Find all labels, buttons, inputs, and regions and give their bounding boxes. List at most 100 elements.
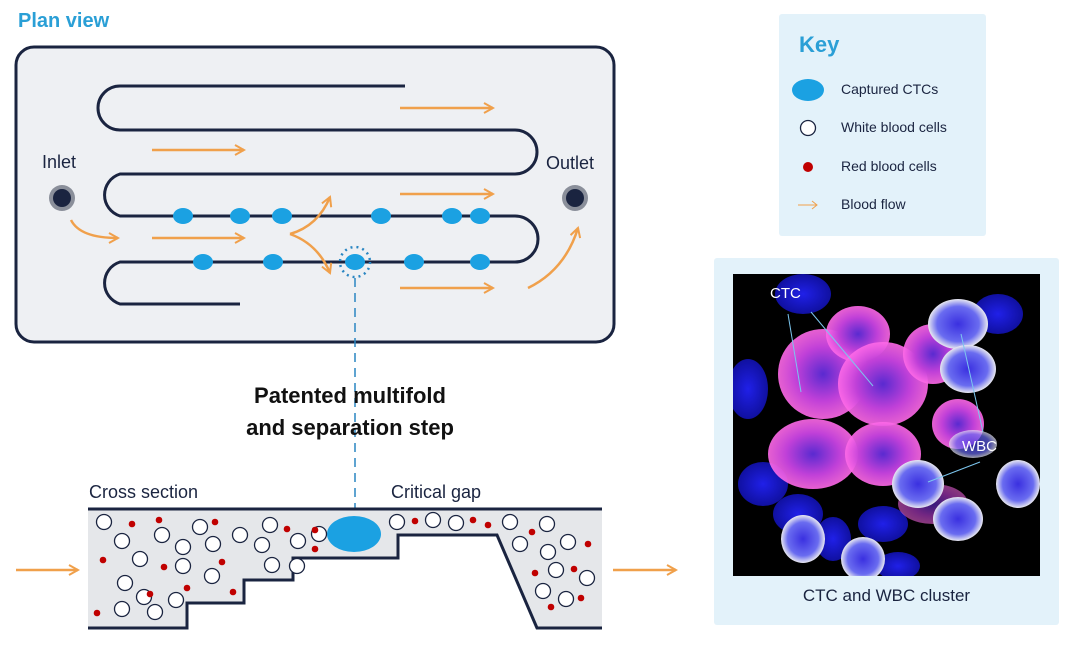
rbc-cell: [218, 558, 226, 566]
micrograph-image: CTC WBC: [733, 274, 1040, 576]
wbc-cell: [174, 557, 192, 575]
ctc-cell: [371, 208, 391, 224]
wbc-cell: [204, 535, 222, 553]
wbc-cell: [578, 569, 596, 587]
separation-step-label: Patented multifold and separation step: [200, 380, 500, 444]
rbc-cell: [146, 590, 154, 598]
captured-ctc-large: [327, 516, 381, 552]
wbc-cell: [116, 574, 134, 592]
wbc-cell: [146, 603, 164, 621]
ctc-cell: [345, 254, 365, 270]
rbc-cell: [155, 516, 163, 524]
rbc-cell: [93, 609, 101, 617]
ctc-ellipse-icon: [792, 79, 824, 101]
wbc-cell: [113, 532, 131, 550]
micrograph-panel: CTC WBC CTC and WBC cluster: [714, 258, 1059, 625]
wbc-cell: [289, 532, 307, 550]
outlet-port-icon: [562, 185, 588, 211]
critical-gap-label: Critical gap: [391, 482, 482, 502]
rbc-cell: [183, 584, 191, 592]
wbc-photo-label: WBC: [962, 438, 997, 455]
highlight-ring: [338, 245, 372, 279]
key-item-wbc: White blood cells: [841, 119, 947, 135]
step-label-line2: and separation step: [246, 415, 454, 440]
wbc-cell: [511, 535, 529, 553]
wbc-cell: [153, 526, 171, 544]
rbc-cell: [469, 516, 477, 524]
plan-view-diagram: [14, 45, 700, 630]
red-blood-cells: [93, 516, 592, 617]
micrograph-caption: CTC and WBC cluster: [802, 586, 971, 605]
ctc-cell: [173, 208, 193, 224]
wbc-cell: [231, 526, 249, 544]
key-item-ctc: Captured CTCs: [841, 81, 939, 97]
white-blood-cells: [95, 511, 596, 621]
flow-arrows: [69, 108, 578, 290]
wbc-cell: [501, 513, 519, 531]
step-label-line1: Patented multifold: [254, 383, 446, 408]
wbc-cell: [95, 513, 113, 531]
wbc-cell: [538, 515, 556, 533]
rbc-cell: [531, 569, 539, 577]
wbc-cell: [203, 567, 221, 585]
rbc-cell: [160, 563, 168, 571]
wbc-cells: [781, 299, 1040, 576]
rbc-cell: [411, 517, 419, 525]
rbc-cell: [311, 545, 319, 553]
wbc-cell: [534, 582, 552, 600]
inlet-port-icon: [49, 185, 75, 211]
wbc-cell: [131, 550, 149, 568]
pointer-lines: [787, 311, 984, 483]
rbc-dot-icon: [803, 162, 813, 172]
plan-view-title: Plan view: [18, 10, 110, 32]
wbc-cell: [557, 590, 575, 608]
ctc-cell: [470, 254, 490, 270]
ctc-cell: [272, 208, 292, 224]
ctc-photo-label: CTC: [770, 285, 801, 302]
wbc-cell: [559, 533, 577, 551]
wbc-cell: [288, 557, 306, 575]
flow-arrow: [527, 228, 578, 290]
serpentine-channel: [96, 84, 540, 306]
ctc-cell: [442, 208, 462, 224]
wbc-cell: [547, 561, 565, 579]
wbc-cell: [113, 600, 131, 618]
cross-section-label: Cross section: [89, 482, 199, 502]
rbc-cell: [311, 526, 319, 534]
ctc-cell: [404, 254, 424, 270]
wbc-cell: [263, 556, 281, 574]
wbc-cell: [191, 518, 209, 536]
rbc-cell: [577, 594, 585, 602]
rbc-cell: [283, 525, 291, 533]
wbc-cell: [253, 536, 271, 554]
wbc-cell: [261, 516, 279, 534]
key-item-blood-flow: Blood flow: [841, 196, 906, 212]
ctc-cell: [263, 254, 283, 270]
rbc-cell: [570, 565, 578, 573]
wbc-cell: [447, 514, 465, 532]
flow-arrow: [289, 232, 330, 273]
chip-outline: [14, 45, 616, 344]
captured-ctcs: [173, 208, 490, 270]
key-item-rbc: Red blood cells: [841, 158, 937, 174]
wbc-cell: [167, 591, 185, 609]
rbc-cell: [99, 556, 107, 564]
rbc-cell: [211, 518, 219, 526]
key-panel: Key Captured CTCs White blood cells Red …: [779, 14, 986, 236]
rbc-cell: [229, 588, 237, 596]
wbc-cell: [424, 511, 442, 529]
wbc-circle-icon: [799, 119, 817, 137]
wbc-cell: [388, 513, 406, 531]
rbc-cell: [584, 540, 592, 548]
outlet-label: Outlet: [546, 153, 595, 173]
rbc-cell: [484, 521, 492, 529]
rbc-cell: [528, 528, 536, 536]
rbc-cell: [547, 603, 555, 611]
wbc-cell: [174, 538, 192, 556]
flow-arrow: [69, 219, 118, 238]
ctc-cell: [470, 208, 490, 224]
arrow-right-icon: [798, 200, 818, 210]
wbc-cell: [539, 543, 557, 561]
inlet-label: Inlet: [42, 152, 77, 172]
flow-arrow: [289, 197, 330, 236]
